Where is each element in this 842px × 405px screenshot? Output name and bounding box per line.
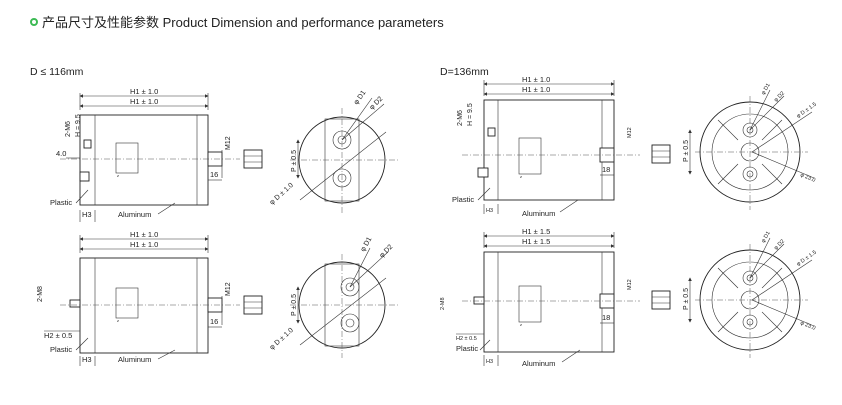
section-label-left: D ≤ 116mm xyxy=(30,66,84,78)
dimension-label: H = 9.5 xyxy=(75,114,82,137)
dimension-label: φ 23.0 xyxy=(799,172,816,183)
dimension-label: H3 xyxy=(82,210,92,219)
dimension-label: H2 ± 0.5 xyxy=(44,331,72,340)
dimension-label: M12 xyxy=(627,127,633,138)
dimension-label: Aluminum xyxy=(118,355,151,364)
dimension-label: 4.0 xyxy=(56,149,66,158)
dimension-label: φ D2 xyxy=(378,243,394,259)
page-header: 产品尺寸及性能参数 Product Dimension and performa… xyxy=(30,12,444,31)
side-view-bottom-right: z H1 ± 1.5 H1 ± 1.5 2-M8 H2 ± 0.5 M12 18… xyxy=(440,227,671,368)
side-view-top-left: z H1 ± 1.0 H1 ± 1.0 2-M6 H = 9.5 4.0 M12… xyxy=(50,87,263,222)
dimension-label: H1 ± 1.0 xyxy=(130,240,158,249)
dimension-label: z xyxy=(117,318,119,323)
dimension-label: M12 xyxy=(627,279,633,290)
dimension-label: H1 ± 1.0 xyxy=(130,97,158,106)
ring-bullet-icon xyxy=(30,17,38,26)
end-view-top-right: φ D1 φ D2 φ D ± 1.5 φ 23.0 P ± 0.5 xyxy=(683,82,818,210)
dimension-label: Aluminum xyxy=(118,210,151,219)
dimension-label: H1 ± 1.0 xyxy=(522,75,550,84)
dimension-label: Aluminum xyxy=(522,359,555,368)
dimension-label: Plastic xyxy=(452,195,474,204)
dimension-label: 16 xyxy=(210,170,218,179)
dimension-label: H1 ± 1.5 xyxy=(522,227,550,236)
dimension-label: P ± 0.5 xyxy=(683,140,690,162)
dimension-label: 2-M8 xyxy=(37,286,44,302)
dimension-label: z xyxy=(520,174,522,179)
dimension-label: z xyxy=(520,322,522,327)
side-view-bottom-left: z H1 ± 1.0 H1 ± 1.0 2-M8 H2 ± 0.5 M12 16… xyxy=(37,230,263,366)
dimension-label: H3 xyxy=(486,208,493,214)
dimension-label: 2-M8 xyxy=(440,297,446,310)
dimension-label: φ D2 xyxy=(773,91,786,104)
dimension-label: Aluminum xyxy=(522,209,555,218)
dimension-label: H2 ± 0.5 xyxy=(456,336,477,342)
dimension-label: H3 xyxy=(82,355,92,364)
dimension-label: φ D1 xyxy=(353,89,368,106)
dimension-label: H1 ± 1.0 xyxy=(522,85,550,94)
dimension-label: M12 xyxy=(225,282,232,296)
dimension-label: φ D1 xyxy=(761,82,772,96)
dimension-label: 2-M6 xyxy=(457,110,464,126)
dimension-label: Plastic xyxy=(50,345,72,354)
dimension-label: 18 xyxy=(602,313,610,322)
dimension-label: Plastic xyxy=(456,344,478,353)
end-view-bottom-left: φ D1 φ D2 P ± 0.5 φ D ± 1.0 xyxy=(269,236,400,358)
dimension-label: P ± 0.5 xyxy=(683,288,690,310)
dimension-label: M12 xyxy=(225,136,232,150)
dimension-label: φ D ± 1.0 xyxy=(269,327,295,352)
dimension-label: H1 ± 1.0 xyxy=(130,87,158,96)
dimension-label: 18 xyxy=(602,165,610,174)
dimension-label: 2-M6 xyxy=(65,121,72,137)
side-view-top-right: z H1 ± 1.0 H1 ± 1.0 2-M6 H = 9.5 M12 18 … xyxy=(452,75,671,218)
dimension-label: φ 23.0 xyxy=(799,320,816,331)
dimension-label: H3 xyxy=(486,359,493,365)
dimension-label: φ D ± 1.5 xyxy=(796,250,818,268)
end-view-bottom-right: φ D1 φ D2 φ D ± 1.5 φ 23.0 P ± 0.5 xyxy=(683,230,818,358)
end-view-top-left: φ D1 φ D2 P ± 0.5 φ D ± 1.0 xyxy=(269,89,400,214)
dimension-label: 16 xyxy=(210,317,218,326)
dimension-label: φ D1 xyxy=(761,230,772,244)
dimension-label: H1 ± 1.0 xyxy=(130,230,158,239)
dimension-label: P ± 0.5 xyxy=(291,150,298,172)
dimension-label: φ D2 xyxy=(368,95,384,111)
dimension-label: P ± 0.5 xyxy=(291,294,298,316)
dimension-label: H = 9.5 xyxy=(467,103,474,126)
dimension-label: φ D ± 1.0 xyxy=(269,182,295,207)
dimension-label: z xyxy=(117,173,119,178)
dimension-label: φ D1 xyxy=(360,236,374,253)
dimension-label: H1 ± 1.5 xyxy=(522,237,550,246)
page-title: 产品尺寸及性能参数 Product Dimension and performa… xyxy=(42,15,444,30)
dimension-label: φ D ± 1.5 xyxy=(796,102,818,120)
dimension-label: φ D2 xyxy=(773,239,786,252)
dimension-label: Plastic xyxy=(50,198,72,207)
section-label-right: D=136mm xyxy=(440,66,489,78)
